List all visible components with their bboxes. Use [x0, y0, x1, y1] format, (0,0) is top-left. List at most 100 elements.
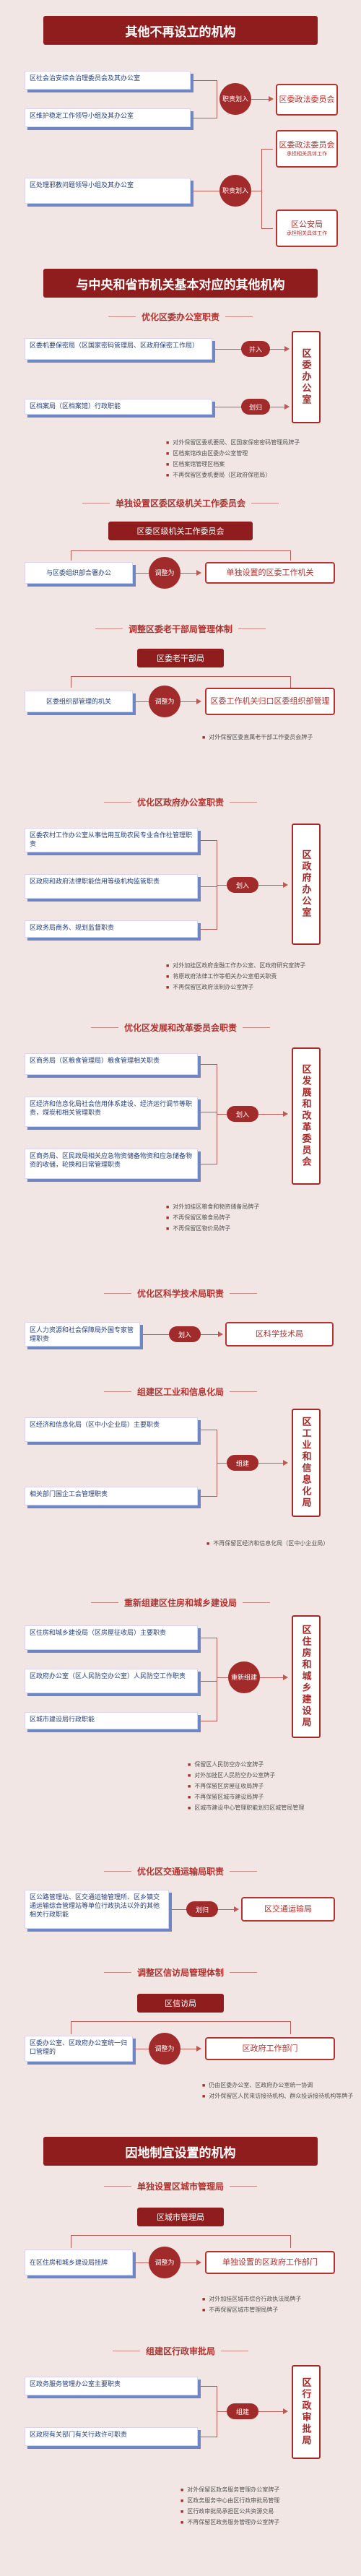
connector: [201, 886, 217, 887]
connector: [136, 701, 149, 702]
j-top: 区信访局: [137, 1994, 224, 2013]
note: 对外加挂区城市综合行政执法局牌子: [202, 2294, 354, 2305]
connector: [71, 2235, 290, 2236]
note: 不再保留区经济和信息化局（区中小企业局）: [206, 1539, 351, 1550]
sub-title-h: 重新组建区住房和城乡建设局: [0, 1594, 361, 1611]
s1-target-3-sub: 承担相关具体工作: [287, 230, 327, 236]
note: 不再保留区城市建设局牌子: [188, 1792, 354, 1803]
j-right: 区政府工作部门: [205, 2037, 335, 2060]
connector: [290, 550, 291, 561]
arrow-icon: [284, 404, 290, 410]
s1-item-2: 区维护稳定工作领导小组及其办公室: [25, 108, 191, 127]
connector: [258, 2411, 284, 2412]
l-item-1: 区政务服务管理办公室主要职责: [25, 2377, 198, 2395]
arrow-icon: [283, 1111, 288, 1117]
connector: [261, 149, 273, 150]
j-circle: 调整为: [149, 2033, 180, 2065]
connector: [180, 701, 198, 702]
e-item-3: 区商务局、区民政局相关应急物资储备物资和应急储备物资的收储，轮换和日常管理职责: [25, 1149, 198, 1179]
sub-title-f: 优化区科学技术局职责: [0, 1284, 361, 1302]
l-item-2: 区政府有关部门有关行政许可职责: [25, 2427, 198, 2446]
arrow-icon: [283, 2408, 288, 2414]
l-pill: 组建: [227, 2403, 258, 2419]
connector: [193, 80, 217, 81]
note: 对外保留区政务服务管理办公室牌子: [180, 2485, 354, 2496]
note: 不再保留区物价局牌子: [166, 1224, 347, 1235]
connector: [261, 228, 273, 229]
a-target: 区委办公室: [292, 331, 321, 423]
connector: [180, 573, 198, 574]
d-item-3: 区政务局商务、规划监督职责: [25, 920, 198, 938]
arrow-icon: [218, 1331, 223, 1337]
i-pill: 划归: [186, 1901, 218, 1917]
h-target: 区住房和城乡建设局: [292, 1615, 321, 1738]
note: 区政务服务中心由区行政审批局管理: [180, 2496, 354, 2507]
connector: [71, 2021, 290, 2022]
c-notes: 对外保留区委直属老干部工作委员会牌子: [202, 732, 347, 743]
arrow-icon: [196, 2046, 201, 2052]
arrow-icon: [283, 882, 288, 888]
note: 对外加挂区政府金融工作办公室、区政府研究室牌子: [166, 961, 347, 972]
s1-circle-1: 职责划入: [219, 83, 251, 115]
note: 不再保留区城市管理局牌子: [202, 2305, 354, 2316]
note: 对外加挂区人民防空办公室牌子: [188, 1771, 354, 1781]
connector: [217, 2411, 227, 2412]
connector: [201, 929, 217, 930]
i-left: 区公路管理站、区交通运输管理所、区乡镇交通运输综合管理站等单位行政执法以外的其他…: [25, 1890, 169, 1929]
connector: [71, 550, 290, 551]
connector: [172, 1909, 186, 1910]
note: 对外保留区委机要局、区国家保密密码管理局牌子: [166, 438, 347, 449]
connector: [260, 1677, 284, 1678]
s1-target-1: 区委政法委员会: [276, 84, 338, 116]
a-item-2: 区档案局（区档案馆）行政职能: [25, 399, 212, 415]
note: 不再保留区政府法制办公室牌子: [166, 982, 347, 993]
note: 区城市建设中心管理职能划归区城管局管理: [188, 1803, 354, 1814]
f-right: 区科学技术局: [225, 1322, 334, 1347]
arrow-icon: [283, 1460, 288, 1466]
connector: [258, 885, 284, 886]
c-left: 区委组织部管理的机关: [25, 691, 133, 712]
c-circle: 调整为: [149, 686, 180, 717]
a-pill-1: 并入: [241, 341, 270, 357]
connector: [136, 2262, 149, 2263]
note: 不再保留区政务服务管理办公室牌子: [180, 2517, 354, 2528]
arrow-icon: [196, 570, 201, 576]
b-left: 与区委组织部合署办公: [25, 562, 133, 584]
e-notes: 对外加挂区粮食和物资储备局牌子 不再保留区粮食局牌子 不再保留区物价局牌子: [166, 1202, 347, 1235]
sub-title-b: 单独设置区委区级机关工作委员会: [0, 494, 361, 511]
c-right: 区委工作机关归口区委组织部管理: [205, 688, 335, 715]
connector: [201, 2386, 217, 2387]
h-circle: 重新组建: [228, 1661, 260, 1693]
note: 区行政审批局承担区公共资源交易: [180, 2507, 354, 2517]
k-circle: 调整为: [149, 2247, 180, 2278]
connector: [215, 349, 241, 350]
h-item-2: 区政府办公室（区人民防空办公室）人民防空工作职责: [25, 1669, 198, 1693]
note: 保留区人民防空办公室牌子: [188, 1760, 354, 1771]
g-item-2: 相关部门国企工会管理职责: [25, 1487, 198, 1505]
connector: [290, 2021, 291, 2034]
connector: [251, 99, 270, 100]
note: 区档案馆改由区委办公室管理: [166, 449, 347, 459]
arrow-icon: [196, 699, 201, 704]
a-notes: 对外保留区委机要局、区国家保密密码管理局牌子 区档案馆改由区委办公室管理 区档案…: [166, 438, 347, 481]
f-pill: 划入: [169, 1326, 201, 1342]
d-item-2: 区政府和政府法律职能信用等级机构监管职责: [25, 874, 198, 899]
d-pill: 划入: [227, 877, 258, 893]
arrow-icon: [196, 2260, 201, 2265]
sub-title-i: 优化区交通运输局职责: [0, 1862, 361, 1880]
note: 对外加挂区粮食和物资储备局牌子: [166, 1202, 347, 1213]
d-target: 区政府办公室: [292, 824, 321, 945]
s1-target-2: 区委政法委员会 承担相关具体工作: [276, 130, 338, 168]
connector: [258, 1463, 284, 1464]
connector: [290, 2235, 291, 2248]
section-banner-others: 其他不再设立的机构: [43, 16, 318, 45]
connector: [217, 1677, 228, 1678]
connector: [218, 1909, 235, 1910]
arrow-icon: [234, 1906, 239, 1912]
sub-title-a: 优化区委办公室职责: [0, 308, 361, 325]
e-target: 区发展和改革委员会: [292, 1047, 321, 1185]
k-notes: 对外加挂区城市综合行政执法局牌子 不再保留区城市管理局牌子: [202, 2294, 354, 2316]
connector: [143, 1334, 169, 1335]
b-circle: 调整为: [149, 557, 180, 589]
note: 不再保留区粮食局牌子: [166, 1213, 347, 1224]
